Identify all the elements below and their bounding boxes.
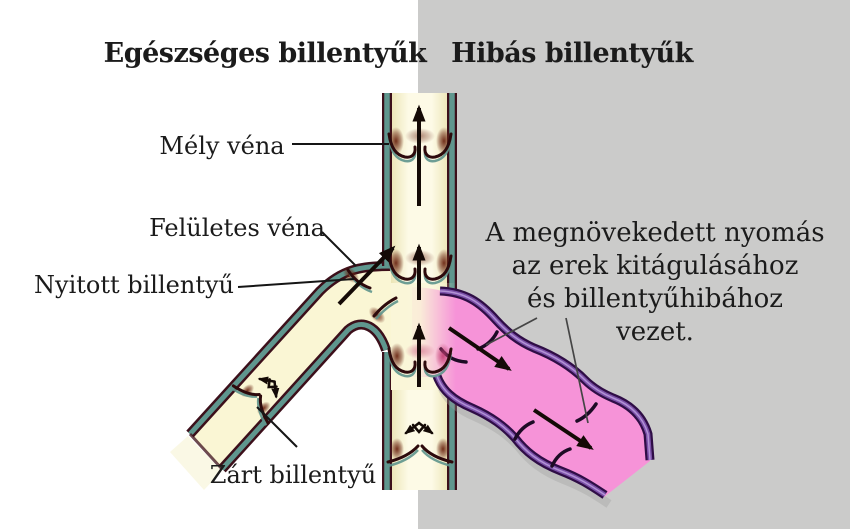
pointer-lines [237, 143, 589, 448]
valve-deep-1 [387, 127, 453, 163]
caption-line: A megnövekedett nyomás [485, 218, 825, 248]
closed-valve-pointer [256, 406, 298, 448]
superficial-vein-lumen [190, 264, 392, 469]
backflow-arrow [532, 408, 594, 450]
caption-pointer-1 [485, 317, 538, 346]
open-valve-label: Nyitott billentyű [34, 271, 234, 299]
closed-valve-label: Zárt billentyű [209, 461, 377, 489]
damaged-valve-flaps [439, 330, 598, 468]
junction-flow-arrow [337, 245, 396, 306]
caption-line: az erek kitágulásához [511, 251, 799, 281]
backflow-arrow [447, 326, 512, 371]
valve-deep-closed [386, 421, 454, 468]
healthy-valves-title: Egészséges billentyűk [103, 38, 427, 69]
valve-deep-3 [387, 343, 453, 378]
blocked-flow-arrows [404, 421, 434, 435]
superficial-vein-label: Felületes véna [149, 214, 325, 242]
pressure-caption: A megnövekedett nyomás az erek kitágulás… [485, 217, 824, 349]
open-valve-pointer [237, 278, 355, 288]
flow-arrows [337, 104, 594, 450]
caption-line: és billentyűhibához [527, 284, 783, 314]
blocked-flow-arrows [257, 376, 280, 399]
caption-line: vezet. [616, 317, 694, 347]
deep-vein-label: Mély véna [159, 132, 285, 160]
faulty-valves-title: Hibás billentyűk [451, 38, 693, 69]
caption-pointer-2 [565, 317, 589, 424]
vein-end-fade [170, 436, 222, 490]
valve-open-junction [342, 266, 399, 324]
superficial-vein-pointer [321, 231, 357, 267]
